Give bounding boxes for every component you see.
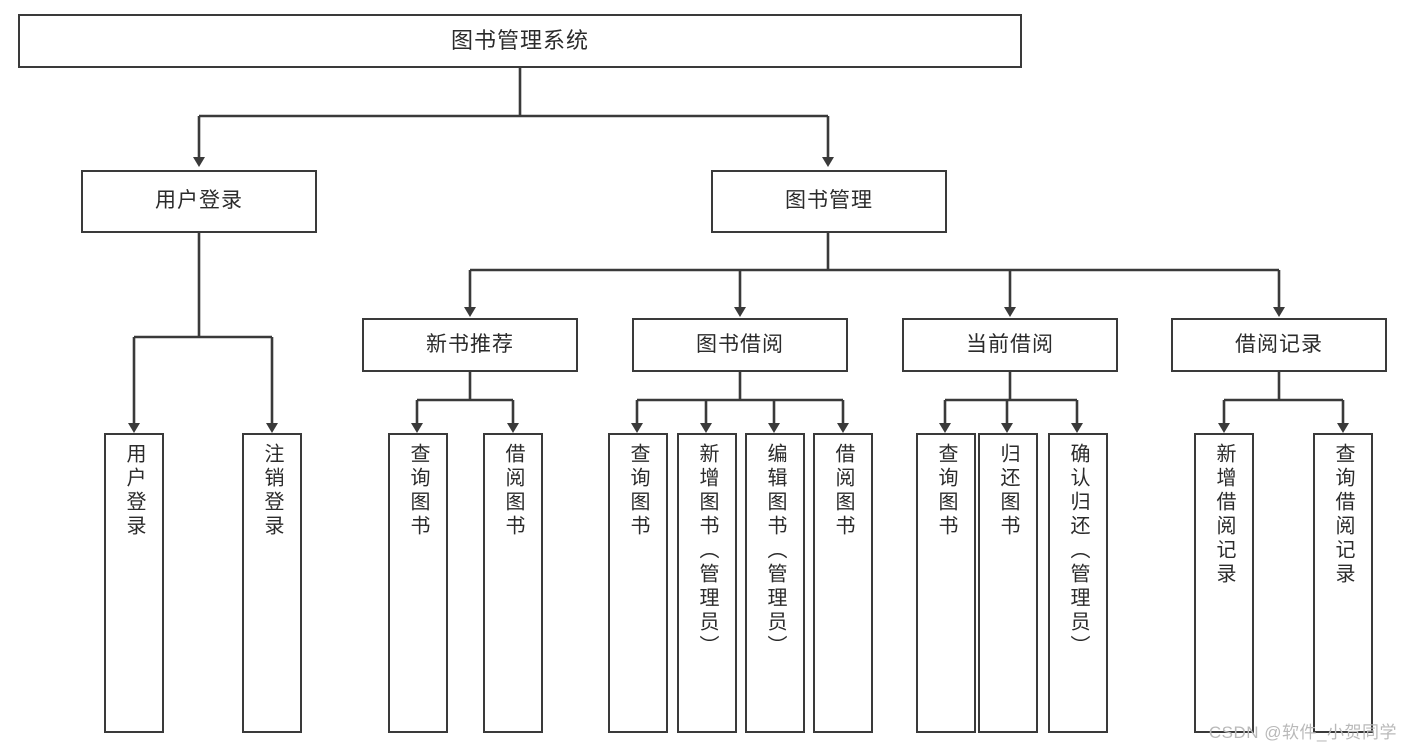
node-label: 当前借阅	[966, 332, 1054, 356]
node-label: 用户登录	[123, 443, 145, 539]
node-borrow-record[interactable]: 借阅记录	[1171, 318, 1387, 372]
node-label: 注销登录	[261, 443, 283, 539]
leaf-user-login-login[interactable]: 用户登录	[104, 433, 164, 733]
leaf-new-book-borrow[interactable]: 借阅图书	[483, 433, 543, 733]
node-current-borrow[interactable]: 当前借阅	[902, 318, 1118, 372]
node-label: 图书管理	[785, 189, 873, 213]
node-label: 归还图书	[997, 443, 1019, 539]
node-label: 查询图书	[935, 443, 957, 539]
node-label: 查询图书	[407, 443, 429, 539]
leaf-book-borrow-borrow[interactable]: 借阅图书	[813, 433, 873, 733]
node-root-system[interactable]: 图书管理系统	[18, 14, 1022, 68]
node-book-management[interactable]: 图书管理	[711, 170, 947, 233]
node-label: 查询借阅记录	[1332, 443, 1354, 587]
leaf-user-login-logout[interactable]: 注销登录	[242, 433, 302, 733]
node-label: 查询图书	[627, 443, 649, 539]
leaf-current-borrow-return[interactable]: 归还图书	[978, 433, 1038, 733]
node-label: 借阅图书	[502, 443, 524, 539]
node-label: 新增图书（管理员）	[696, 443, 718, 659]
leaf-current-borrow-query[interactable]: 查询图书	[916, 433, 976, 733]
leaf-current-borrow-confirm-return[interactable]: 确认归还（管理员）	[1048, 433, 1108, 733]
leaf-book-borrow-edit[interactable]: 编辑图书（管理员）	[745, 433, 805, 733]
node-label: 借阅图书	[832, 443, 854, 539]
watermark: CSDN @软件_小贺同学	[1208, 723, 1397, 742]
node-book-borrow[interactable]: 图书借阅	[632, 318, 848, 372]
leaf-borrow-record-add[interactable]: 新增借阅记录	[1194, 433, 1254, 733]
node-user-login[interactable]: 用户登录	[81, 170, 317, 233]
leaf-book-borrow-add[interactable]: 新增图书（管理员）	[677, 433, 737, 733]
node-label: 新增借阅记录	[1213, 443, 1235, 587]
node-label: 图书管理系统	[450, 28, 589, 54]
node-label: 用户登录	[155, 189, 243, 213]
node-label: 图书借阅	[696, 332, 784, 356]
node-label: 新书推荐	[426, 332, 514, 356]
node-label: 编辑图书（管理员）	[764, 443, 786, 659]
leaf-book-borrow-query[interactable]: 查询图书	[608, 433, 668, 733]
leaf-new-book-query[interactable]: 查询图书	[388, 433, 448, 733]
node-new-book-recommend[interactable]: 新书推荐	[362, 318, 578, 372]
node-label: 借阅记录	[1235, 332, 1323, 356]
leaf-borrow-record-query[interactable]: 查询借阅记录	[1313, 433, 1373, 733]
node-label: 确认归还（管理员）	[1067, 443, 1089, 659]
